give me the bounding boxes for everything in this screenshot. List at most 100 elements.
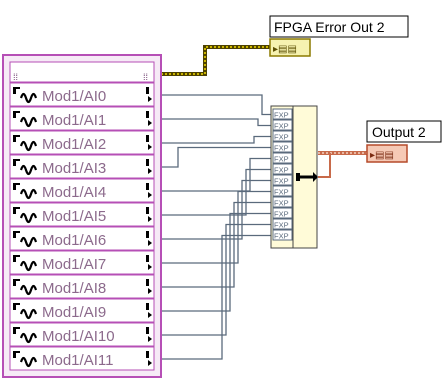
analog-waveform-icon: [19, 308, 38, 320]
output-2-indicator[interactable]: Output 2 ▸▤▤: [366, 120, 442, 163]
output-2-label-box: [366, 120, 442, 143]
fpga-error-out-label: FPGA Error Out 2: [274, 19, 385, 35]
io-channel-row[interactable]: Mod1/AI10: [9, 322, 155, 347]
output-2-label: Output 2: [372, 124, 426, 140]
io-channel-label: Mod1/AI5: [42, 208, 106, 225]
io-channel-label: Mod1/AI10: [42, 328, 115, 345]
io-channel-label: Mod1/AI3: [42, 160, 106, 177]
output-array-wire: [318, 151, 367, 178]
fxp-wire: [155, 157, 273, 192]
io-terminal-left-icon: [13, 183, 20, 190]
io-channel-label: Mod1/AI8: [42, 280, 106, 297]
io-terminal-right-icon: [146, 207, 152, 222]
io-channel-row-box: [9, 250, 155, 275]
io-node-channel-list: Mod1/AI0Mod1/AI1Mod1/AI2Mod1/AI3Mod1/AI4…: [9, 82, 155, 371]
fxp-terminal-label: FXP: [274, 177, 289, 186]
fxp-terminal-box: [272, 174, 293, 186]
fxp-terminal-label: FXP: [274, 232, 289, 241]
io-channel-row[interactable]: Mod1/AI9: [9, 298, 155, 323]
io-terminal-left-icon: [13, 207, 20, 214]
fxp-terminal-box: [272, 207, 293, 219]
io-channel-row[interactable]: Mod1/AI2: [9, 130, 155, 155]
io-channel-row-box: [9, 298, 155, 323]
analog-waveform-icon: [19, 212, 38, 224]
io-terminal-right-icon: [146, 351, 152, 366]
io-terminal-left-icon: [13, 327, 20, 334]
fxp-terminal-label: FXP: [274, 199, 289, 208]
build-array-input-terminal: FXP: [272, 218, 293, 230]
io-channel-row[interactable]: Mod1/AI8: [9, 274, 155, 299]
io-channel-row[interactable]: Mod1/AI0: [9, 82, 155, 107]
analog-waveform-icon: [19, 260, 38, 272]
io-terminal-left-icon: [13, 279, 20, 286]
fxp-wire: [155, 135, 273, 144]
fxp-terminal-label: FXP: [274, 133, 289, 142]
io-channel-row-box: [9, 346, 155, 371]
fxp-terminal-box: [272, 119, 293, 131]
io-channel-label: Mod1/AI7: [42, 256, 106, 273]
io-channel-label: Mod1/AI2: [42, 136, 106, 153]
io-terminal-left-icon: [13, 351, 20, 358]
io-channel-row-box: [9, 202, 155, 227]
io-channel-label: Mod1/AI1: [42, 112, 106, 129]
io-channel-row[interactable]: Mod1/AI11: [9, 346, 155, 371]
fxp-terminal-label: FXP: [274, 144, 289, 153]
io-terminal-left-icon: [13, 255, 20, 262]
io-terminal-left-icon: [13, 159, 20, 166]
io-channel-row[interactable]: Mod1/AI1: [9, 106, 155, 131]
io-channel-row-box: [9, 226, 155, 251]
analog-waveform-icon: [19, 164, 38, 176]
io-terminal-right-icon: [146, 135, 152, 150]
io-channel-row[interactable]: Mod1/AI6: [9, 226, 155, 251]
io-terminal-left-icon: [13, 303, 20, 310]
analog-waveform-icon: [19, 236, 38, 248]
fxp-terminal-label: FXP: [274, 221, 289, 230]
fxp-terminal-label: FXP: [274, 210, 289, 219]
analog-waveform-icon: [19, 284, 38, 296]
io-channel-row-box: [9, 322, 155, 347]
io-channel-row-box: [9, 274, 155, 299]
build-array-input-terminal: FXP: [272, 163, 293, 175]
fxp-terminal-box: [272, 229, 293, 241]
io-terminal-left-icon: [13, 135, 20, 142]
io-node-header-left-mark: ⁞⁞: [13, 72, 18, 82]
fxp-wire: [155, 234, 273, 360]
analog-waveform-icon: [19, 140, 38, 152]
fpga-io-node[interactable]: ⁞⁞ ⁞⁞ Mod1/AI0Mod1/AI1Mod1/AI2Mod1/AI3Mo…: [2, 54, 162, 378]
fxp-wire: [155, 179, 273, 240]
fxp-terminal-label: FXP: [274, 155, 289, 164]
io-terminal-left-icon: [13, 231, 20, 238]
io-node-header-right-mark: ⁞⁞: [143, 72, 148, 82]
io-channel-label: Mod1/AI9: [42, 304, 106, 321]
io-terminal-right-icon: [146, 183, 152, 198]
build-array-input-terminal: FXP: [272, 207, 293, 219]
io-channel-row-box: [9, 154, 155, 179]
io-terminal-right-icon: [146, 231, 152, 246]
build-array-input-terminal: FXP: [272, 152, 293, 164]
io-channel-row[interactable]: Mod1/AI3: [9, 154, 155, 179]
io-channel-row[interactable]: Mod1/AI5: [9, 202, 155, 227]
analog-waveform-icon: [19, 92, 38, 104]
fpga-error-out-terminal: [269, 38, 311, 57]
io-node-header: [9, 61, 155, 83]
io-terminal-left-icon: [13, 87, 20, 94]
fxp-terminal-box: [272, 152, 293, 164]
wire-layer: [155, 45, 367, 360]
fxp-terminal-label: FXP: [274, 188, 289, 197]
io-terminal-right-icon: [146, 159, 152, 174]
io-channel-row[interactable]: Mod1/AI7: [9, 250, 155, 275]
io-channel-row-box: [9, 130, 155, 155]
fxp-wire: [155, 212, 273, 312]
fpga-error-out-indicator[interactable]: FPGA Error Out 2 ▸▤▤: [269, 15, 409, 57]
fpga-error-out-label-box: [269, 15, 409, 38]
io-channel-row[interactable]: Mod1/AI4: [9, 178, 155, 203]
fxp-wire: [155, 94, 273, 116]
build-array-input-terminal: FXP: [272, 108, 293, 120]
io-terminal-right-icon: [146, 303, 152, 318]
output-2-terminal-icon: ▸▤▤: [370, 150, 394, 161]
fxp-terminal-box: [272, 185, 293, 197]
io-channel-row-box: [9, 106, 155, 131]
